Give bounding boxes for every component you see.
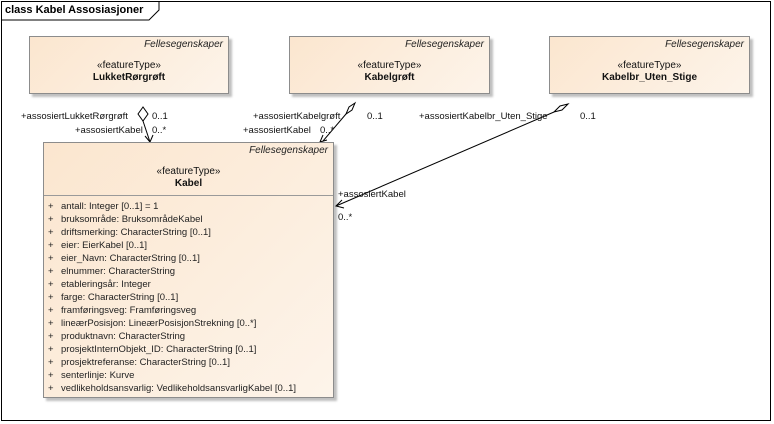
role-assosiert-kabelbr-uten-stige: +assosiertKabelbr_Uten_Stige <box>419 111 548 122</box>
visibility-marker: + <box>48 240 54 251</box>
multiplicity-source: 0..1 <box>367 111 383 122</box>
attribute-text: vedlikeholdsansvarlig: Vedlikeholdsansva… <box>61 383 297 394</box>
class-name: Kabel <box>174 178 203 189</box>
visibility-marker: + <box>48 344 54 355</box>
attribute-text: farge: CharacterString [0..1] <box>61 292 179 303</box>
attribute-text: eier: EierKabel [0..1] <box>61 240 148 251</box>
class-lukketrorgroft[interactable]: Fellesegenskaper «featureType» LukketRør… <box>29 36 229 94</box>
arrowhead <box>335 199 345 209</box>
attribute-row: + driftsmerking: CharacterString [0..1] <box>44 227 333 240</box>
package-label: Fellesegenskaper <box>249 145 328 156</box>
role-assosiert-kabel: +assosiertKabel <box>338 189 406 200</box>
attribute-text: prosjektInternObjekt_ID: CharacterString… <box>61 344 257 355</box>
attribute-text: antall: Integer [0..1] = 1 <box>61 201 159 212</box>
visibility-marker: + <box>48 331 54 342</box>
attribute-row: + eier_Navn: CharacterString [0..1] <box>44 253 333 266</box>
role-assosiert-lukket-rorgroft: +assosiertLukketRørgrøft <box>21 111 128 122</box>
package-label: Fellesegenskaper <box>405 39 484 50</box>
visibility-marker: + <box>48 253 54 264</box>
attribute-row: + etableringsår: Integer <box>44 279 333 292</box>
attribute-row: + framføringsveg: Framføringsveg <box>44 305 333 318</box>
attribute-row: + vedlikeholdsansvarlig: Vedlikeholdsansv… <box>44 383 333 396</box>
attribute-text: prosjektreferanse: CharacterString [0..1… <box>61 357 230 368</box>
visibility-marker: + <box>48 318 54 329</box>
attribute-row: + lineærPosisjon: LineærPosisjonStrekning… <box>44 318 333 331</box>
attribute-text: bruksområde: BruksområdeKabel <box>61 214 203 225</box>
multiplicity-source: 0..1 <box>580 111 596 122</box>
attribute-row: + elnummer: CharacterString <box>44 266 333 279</box>
attribute-row: + antall: Integer [0..1] = 1 <box>44 201 333 214</box>
class-name: Kabelbr_Uten_Stige <box>601 72 698 83</box>
package-label: Fellesegenskaper <box>144 39 223 50</box>
attribute-row: + senterlinje: Kurve <box>44 370 333 383</box>
role-assosiert-kabel: +assosiertKabel <box>243 125 311 136</box>
visibility-marker: + <box>48 370 54 381</box>
attribute-text: etableringsår: Integer <box>61 279 151 290</box>
attribute-row: + prosjektreferanse: CharacterString [0..… <box>44 357 333 370</box>
attribute-text: framføringsveg: Framføringsveg <box>61 305 197 316</box>
class-kabelbr-uten-stige[interactable]: Fellesegenskaper «featureType» Kabelbr_U… <box>549 36 750 94</box>
frame-tab <box>1 1 160 21</box>
attribute-text: produktnavn: CharacterString <box>61 331 186 342</box>
attribute-row: + farge: CharacterString [0..1] <box>44 292 333 305</box>
stereotype-label: «featureType» <box>97 60 161 71</box>
association-kabelbr-kabel <box>335 103 570 209</box>
stereotype-label: «featureType» <box>617 60 682 71</box>
class-kabelgroft[interactable]: Fellesegenskaper «featureType» Kabelgrøf… <box>289 36 490 94</box>
visibility-marker: + <box>48 201 54 212</box>
package-label: Fellesegenskaper <box>665 39 744 50</box>
visibility-marker: + <box>48 357 54 368</box>
visibility-marker: + <box>48 214 54 225</box>
visibility-marker: + <box>48 266 54 277</box>
visibility-marker: + <box>48 383 54 394</box>
frame-title: class Kabel Assosiasjoner <box>5 4 144 16</box>
visibility-marker: + <box>48 305 54 316</box>
multiplicity-target: 0..* <box>152 125 167 136</box>
visibility-marker: + <box>48 292 54 303</box>
attribute-text: eier_Navn: CharacterString [0..1] <box>61 253 200 264</box>
class-kabel[interactable]: Fellesegenskaper «featureType» Kabel + an… <box>43 142 334 398</box>
aggregation-diamond <box>344 101 357 116</box>
attribute-text: lineærPosisjon: LineærPosisjonStrekning … <box>61 318 257 329</box>
aggregation-diamond <box>137 106 149 122</box>
role-assosiert-kabelgroft: +assosiertKabelgrøft <box>253 111 341 122</box>
attribute-text: driftsmerking: CharacterString [0..1] <box>61 227 211 238</box>
attribute-text: senterlinje: Kurve <box>61 370 135 381</box>
attribute-compartment: + antall: Integer [0..1] = 1 + bruksområde:… <box>44 195 333 397</box>
attribute-text: elnummer: CharacterString <box>61 266 176 277</box>
class-name: LukketRørgrøft <box>92 72 166 83</box>
attribute-row: + prosjektInternObjekt_ID: CharacterStrin… <box>44 344 333 357</box>
stereotype-label: «featureType» <box>156 166 221 177</box>
attribute-row: + eier: EierKabel [0..1] <box>44 240 333 253</box>
role-assosiert-kabel: +assosiertKabel <box>75 125 143 136</box>
visibility-marker: + <box>48 227 54 238</box>
aggregation-diamond <box>552 103 570 113</box>
arrowhead <box>319 134 328 143</box>
attribute-row: + produktnavn: CharacterString <box>44 331 333 344</box>
multiplicity-target: 0..* <box>320 125 335 136</box>
visibility-marker: + <box>48 279 54 290</box>
association-lukket-kabel <box>137 106 154 143</box>
stereotype-label: «featureType» <box>357 60 422 71</box>
association-kabelgroft-kabel <box>319 101 357 143</box>
class-name: Kabelgrøft <box>364 72 415 83</box>
multiplicity-target: 0..* <box>338 212 353 223</box>
multiplicity-source: 0..1 <box>152 111 168 122</box>
attribute-row: + bruksområde: BruksområdeKabel <box>44 214 333 227</box>
